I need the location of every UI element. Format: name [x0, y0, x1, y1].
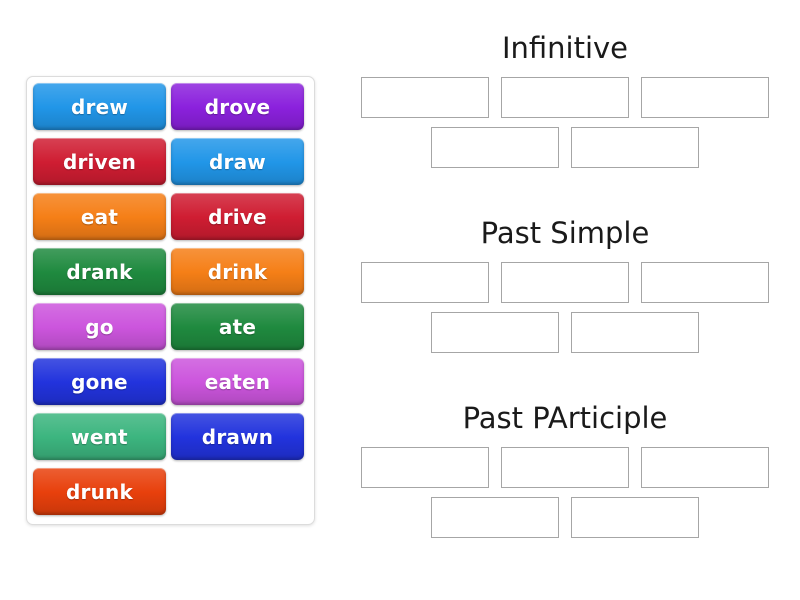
drop-slot[interactable] — [571, 127, 699, 168]
word-tile-driven[interactable]: driven — [33, 138, 166, 185]
word-tile-draw[interactable]: draw — [171, 138, 304, 185]
word-tile-drew[interactable]: drew — [33, 83, 166, 130]
word-tile-eaten[interactable]: eaten — [171, 358, 304, 405]
slot-row — [330, 497, 800, 538]
drop-slot[interactable] — [361, 77, 489, 118]
drop-slot[interactable] — [641, 447, 769, 488]
slot-row — [330, 127, 800, 168]
word-tile-drink[interactable]: drink — [171, 248, 304, 295]
drop-slot[interactable] — [501, 77, 629, 118]
slot-row — [330, 77, 800, 118]
drop-slot[interactable] — [641, 77, 769, 118]
answer-section-1: Infinitive — [330, 34, 800, 168]
drop-slot[interactable] — [571, 312, 699, 353]
word-tile-drive[interactable]: drive — [171, 193, 304, 240]
answer-section-3: Past PArticiple — [330, 404, 800, 538]
word-tile-went[interactable]: went — [33, 413, 166, 460]
word-tile-go[interactable]: go — [33, 303, 166, 350]
word-tile-drove[interactable]: drove — [171, 83, 304, 130]
drop-slot[interactable] — [501, 447, 629, 488]
section-title: Infinitive — [501, 31, 629, 65]
drop-slot[interactable] — [501, 262, 629, 303]
drop-slot[interactable] — [571, 497, 699, 538]
section-title: Past Simple — [480, 216, 650, 250]
word-tile-drunk[interactable]: drunk — [33, 468, 166, 515]
drop-slot[interactable] — [431, 127, 559, 168]
drop-slot[interactable] — [431, 312, 559, 353]
word-tile-eat[interactable]: eat — [33, 193, 166, 240]
word-tile-drawn[interactable]: drawn — [171, 413, 304, 460]
drop-slot[interactable] — [641, 262, 769, 303]
slot-row — [330, 312, 800, 353]
section-title: Past PArticiple — [462, 401, 668, 435]
word-tile-ate[interactable]: ate — [171, 303, 304, 350]
slot-row — [330, 447, 800, 488]
word-tile-gone[interactable]: gone — [33, 358, 166, 405]
slot-row — [330, 262, 800, 303]
drop-slot[interactable] — [431, 497, 559, 538]
drop-slot[interactable] — [361, 447, 489, 488]
drop-slot[interactable] — [361, 262, 489, 303]
answer-section-2: Past Simple — [330, 219, 800, 353]
word-tile-drank[interactable]: drank — [33, 248, 166, 295]
